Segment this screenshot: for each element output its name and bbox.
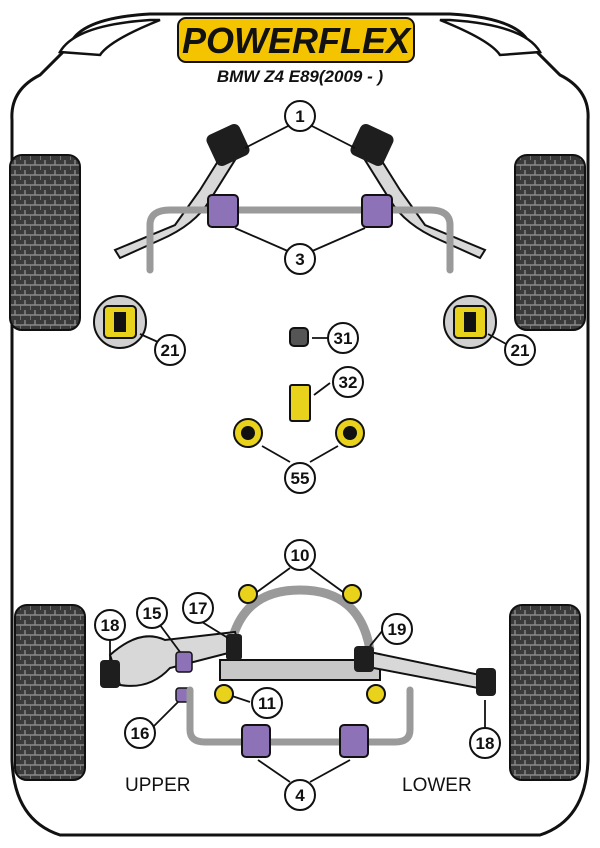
callout-number: 10: [291, 546, 310, 565]
front-arb-bush-right: [361, 194, 393, 228]
rear-lower-bush-19: [354, 646, 374, 672]
rear-upper-bush-15: [175, 651, 193, 673]
windscreen-left: [57, 18, 161, 57]
brand-text: POWERFLEX: [182, 20, 412, 61]
rear-anti-roll-bar: [186, 686, 414, 746]
callout-17: 17: [182, 592, 214, 624]
rear-lower-bush-18: [476, 668, 496, 696]
rear-subframe-arch: [225, 585, 375, 651]
callout-11: 11: [251, 687, 283, 719]
callout-number: 21: [511, 341, 530, 360]
callout-21: 21: [504, 334, 536, 366]
leader-lines: [109, 124, 509, 783]
callout-19: 19: [381, 613, 413, 645]
callout-number: 55: [291, 469, 310, 488]
tyre-rear-right: [509, 604, 581, 781]
front-arm-bush-right: [350, 123, 394, 167]
callout-21: 21: [154, 334, 186, 366]
callout-32: 32: [332, 366, 364, 398]
callout-number: 21: [161, 341, 180, 360]
rear-arb-bush-left: [241, 724, 271, 758]
callout-4: 4: [284, 779, 316, 811]
callout-number: 31: [334, 329, 353, 348]
car-body-outline: [10, 12, 590, 837]
rear-arb-bush-right: [339, 724, 369, 758]
callout-15: 15: [136, 597, 168, 629]
subframe-bush-10-left: [238, 584, 258, 604]
callout-number: 32: [339, 373, 358, 392]
front-arb-bush-left: [207, 194, 239, 228]
top-mount-right: [443, 295, 497, 349]
model-title: BMW Z4 E89(2009 - ): [217, 67, 384, 86]
tyre-front-left: [9, 154, 81, 331]
front-arm-bush-left: [206, 123, 250, 167]
tyre-rear-left: [14, 604, 86, 781]
windscreen-right: [439, 18, 543, 57]
callout-number: 4: [295, 786, 305, 805]
bush-32: [289, 384, 311, 422]
callout-number: 19: [388, 620, 407, 639]
mount-55-right: [335, 418, 365, 448]
callout-31: 31: [327, 322, 359, 354]
callout-number: 18: [101, 616, 120, 635]
rear-upper-bush-17: [226, 634, 242, 660]
subframe-bush-10-right: [342, 584, 362, 604]
callout-1: 1: [284, 100, 316, 132]
callout-number: 11: [258, 694, 276, 713]
callout-55: 55: [284, 462, 316, 494]
rear-lower-arm: [356, 648, 482, 690]
label-lower: LOWER: [402, 775, 472, 796]
callout-number: 17: [189, 599, 208, 618]
bush-31: [289, 327, 309, 347]
tyre-front-right: [514, 154, 586, 331]
callout-10: 10: [284, 539, 316, 571]
subframe-bush-11-left: [214, 684, 234, 704]
callout-18: 18: [94, 609, 126, 641]
powerflex-logo: POWERFLEX: [177, 17, 415, 63]
label-upper: UPPER: [125, 775, 190, 796]
callout-number: 3: [295, 250, 304, 269]
callout-number: 18: [476, 734, 495, 753]
mount-55-left: [233, 418, 263, 448]
callout-18: 18: [469, 727, 501, 759]
callout-number: 16: [131, 724, 150, 743]
front-anti-roll-bar: [146, 206, 454, 274]
callout-bubbles: 1 3 21 21 31 32 55 10 18 15 17 19 11 16 18 4: [94, 100, 536, 811]
top-mount-left: [93, 295, 147, 349]
rear-upper-bush-18: [100, 660, 120, 688]
subframe-bush-11-right: [366, 684, 386, 704]
callout-16: 16: [124, 717, 156, 749]
callout-number: 1: [295, 107, 304, 126]
rear-subframe-bar: [219, 659, 381, 681]
callout-number: 15: [143, 604, 162, 623]
callout-3: 3: [284, 243, 316, 275]
